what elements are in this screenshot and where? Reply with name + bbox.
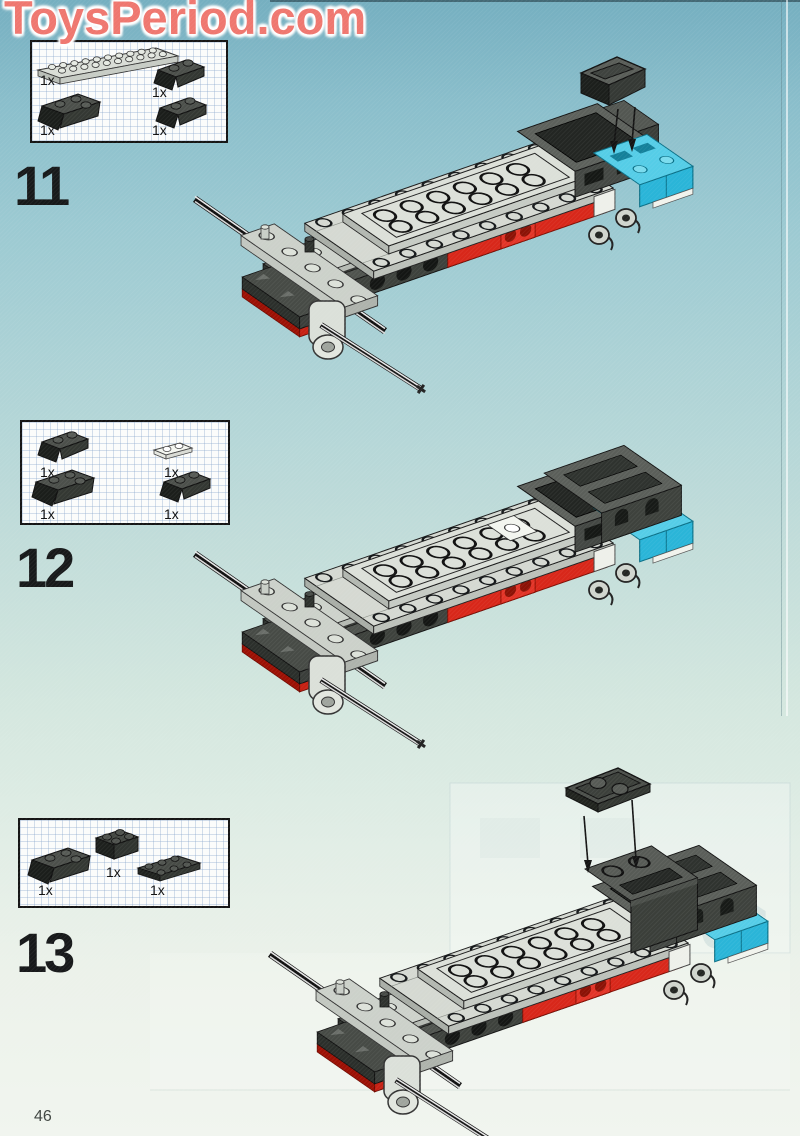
part-qty: 1x [150, 882, 165, 898]
part-qty: 1x [152, 122, 167, 138]
step-11-assembly-illustration [150, 56, 800, 402]
scan-top-edge [270, 0, 800, 2]
part-qty: 1x [38, 882, 53, 898]
part-qty: 1x [40, 72, 55, 88]
step-11-parts-pieces [37, 47, 207, 131]
step-13-parts-callout: 1x 1x 1x [18, 818, 230, 908]
floating-plate-piece [564, 767, 652, 813]
step-12-number: 12 [16, 536, 75, 599]
white-plate-on-deck [486, 515, 538, 542]
part-qty: 1x [40, 506, 55, 522]
part-qty: 1x [164, 506, 179, 522]
page-number: 46 [34, 1108, 52, 1125]
part-qty: 1x [40, 464, 55, 480]
part-qty: 1x [106, 864, 121, 880]
part-qty: 1x [164, 464, 179, 480]
part-qty: 1x [40, 122, 55, 138]
part-qty: 1x [152, 84, 167, 100]
floating-slope-piece [579, 56, 647, 106]
step-13-number: 13 [16, 921, 75, 984]
step-12-assembly-illustration [150, 444, 800, 765]
placement-arrows [583, 799, 640, 873]
step-11-number: 11 [14, 154, 70, 217]
step-11-parts-callout: 1x 1x 1x 1x [30, 40, 228, 143]
scan-right-edge-highlight [786, 0, 788, 716]
tall-rear-box [584, 845, 699, 954]
scan-right-edge-shadow [781, 0, 782, 716]
step-12-parts-callout: 1x 1x 1x 1x [20, 420, 230, 525]
step-13-assembly-illustration: 10 [150, 767, 791, 1136]
placement-arrows [610, 106, 636, 154]
